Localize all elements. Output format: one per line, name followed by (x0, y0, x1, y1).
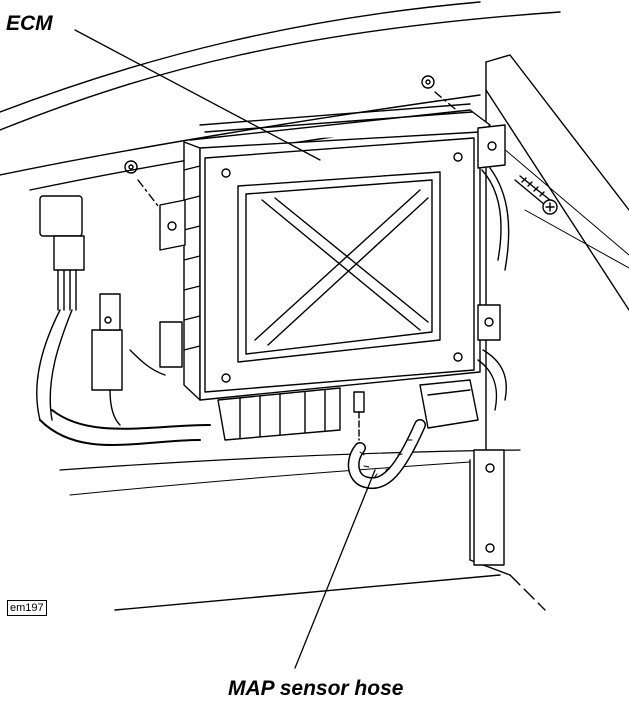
ecm-unit (159, 103, 506, 401)
map-sensor-hose-label: MAP sensor hose (228, 677, 404, 700)
map-sensor-hose (347, 419, 426, 490)
ecm-connectors (217, 387, 365, 441)
lower-bracket (473, 449, 505, 566)
ecm-label: ECM (6, 12, 53, 35)
figure-tag: em197 (7, 600, 47, 616)
mounting-screw (514, 175, 558, 215)
leader-lines (74, 29, 376, 669)
body-panel-lines (0, 1, 629, 611)
wiring-harness-left (36, 195, 211, 446)
wiring-harness-right (419, 167, 510, 429)
